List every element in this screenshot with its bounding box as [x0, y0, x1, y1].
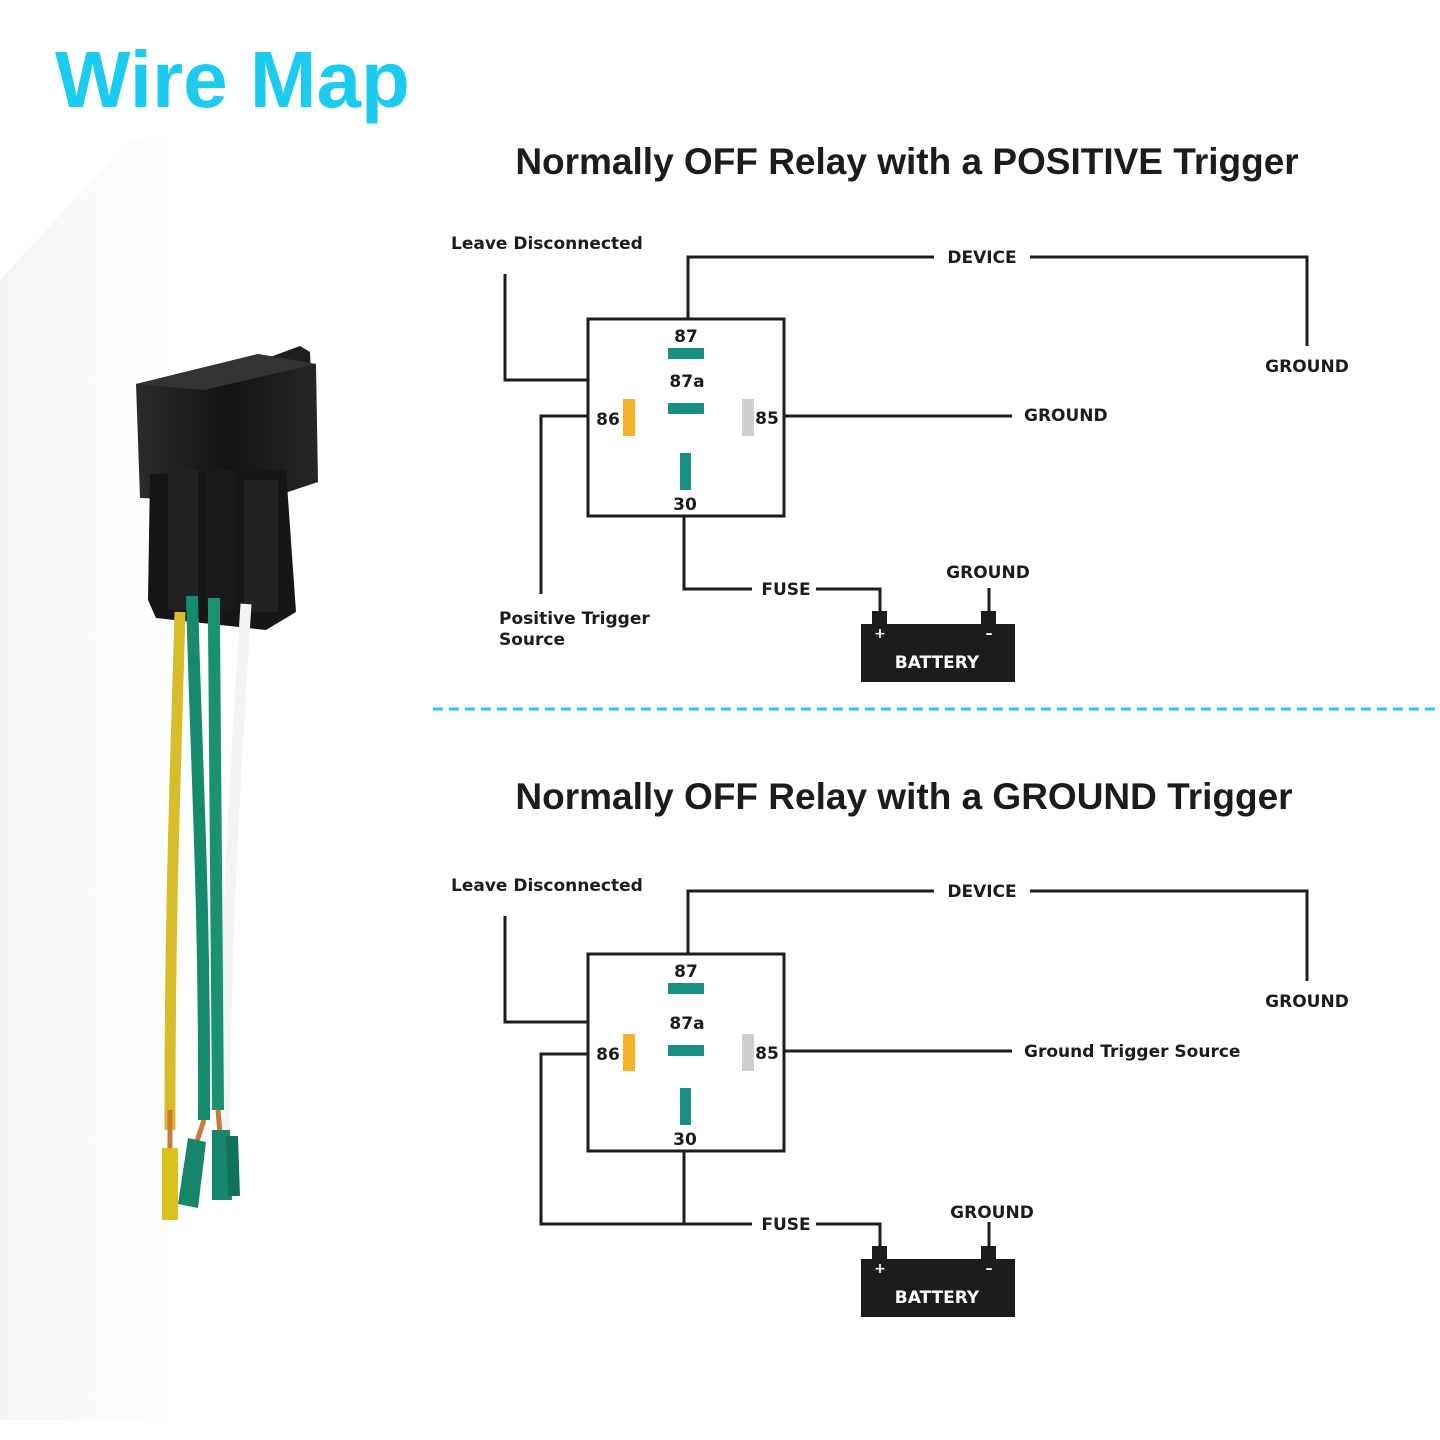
diagram-title: Normally OFF Relay with a GROUND Trigger	[515, 776, 1292, 817]
pin-85-label: 85	[755, 409, 779, 429]
wire-30-fuse	[682, 516, 752, 591]
battery-minus: –	[986, 1261, 993, 1277]
battery-ground-label: GROUND	[946, 563, 1030, 583]
battery-label: BATTERY	[895, 653, 980, 673]
leave-disconnected-label: Leave Disconnected	[451, 876, 643, 896]
pin-86-label: 86	[596, 410, 620, 430]
battery-minus: –	[986, 626, 993, 642]
terminal-yellow	[162, 1148, 178, 1220]
harness-wires	[164, 595, 252, 1131]
pin-87-label: 87	[674, 962, 698, 982]
device-label: DEVICE	[947, 248, 1016, 268]
terminal-green-1	[178, 1138, 206, 1208]
device-ground-label: GROUND	[1265, 357, 1349, 377]
wire-87-device	[686, 889, 934, 953]
pin-30-label: 30	[673, 495, 697, 515]
pin-85-label: 85	[755, 1044, 779, 1064]
device-ground-label: GROUND	[1265, 992, 1349, 1012]
wire-device-ground	[1030, 255, 1309, 346]
wire-87-device	[686, 255, 934, 318]
wire-fuse-battery	[816, 587, 882, 614]
wire-green-2	[208, 597, 224, 1111]
pin-87-blade	[668, 983, 704, 994]
page-title: Wire Map	[55, 35, 410, 124]
wire-86-trigger	[539, 414, 588, 594]
diagram-positive-trigger: Normally OFF Relay with a POSITIVE Trigg…	[451, 141, 1349, 682]
relay-photo	[0, 140, 430, 1420]
pin-87-label: 87	[674, 327, 698, 347]
pin-30-blade	[680, 1088, 691, 1125]
pin-85-blade	[742, 1034, 754, 1071]
wire-green-1	[186, 595, 211, 1121]
pin-30-label: 30	[673, 1130, 697, 1150]
battery-plus: +	[874, 626, 886, 642]
pin-86-blade	[623, 1034, 635, 1071]
leave-disconnected-label: Leave Disconnected	[451, 234, 643, 254]
pin85-ground-label: GROUND	[1024, 406, 1108, 426]
diagram-ground-trigger: Normally OFF Relay with a GROUND Trigger…	[451, 776, 1349, 1317]
device-label: DEVICE	[947, 882, 1016, 902]
wire-86-fuse	[539, 1052, 752, 1226]
fuse-label: FUSE	[761, 1215, 810, 1235]
battery-icon: + – BATTERY	[861, 611, 1015, 682]
ground-trigger-source-label: Ground Trigger Source	[1024, 1042, 1240, 1062]
pin-87-blade	[668, 348, 704, 359]
pin-86-label: 86	[596, 1045, 620, 1065]
battery-plus: +	[874, 1261, 886, 1277]
pin-87a-blade	[668, 403, 704, 414]
battery-label: BATTERY	[895, 1288, 980, 1308]
pin-87a-blade	[668, 1045, 704, 1056]
diagram-title: Normally OFF Relay with a POSITIVE Trigg…	[515, 141, 1298, 182]
trigger-label-line2: Source	[499, 630, 565, 650]
pin-30-blade	[680, 453, 691, 490]
relay-body	[136, 354, 318, 502]
battery-icon: + – BATTERY	[861, 1246, 1015, 1317]
fuse-label: FUSE	[761, 580, 810, 600]
battery-ground-label: GROUND	[950, 1203, 1034, 1223]
trigger-label-line1: Positive Trigger	[499, 609, 650, 629]
wire-yellow	[164, 611, 186, 1130]
pin-86-blade	[623, 399, 635, 436]
wire-white	[218, 603, 252, 1131]
wire-fuse-battery	[816, 1222, 882, 1249]
pin-87a-label: 87a	[669, 1014, 704, 1034]
pin-85-blade	[742, 399, 754, 436]
pin-87a-label: 87a	[669, 372, 704, 392]
wire-device-ground	[1030, 889, 1309, 981]
